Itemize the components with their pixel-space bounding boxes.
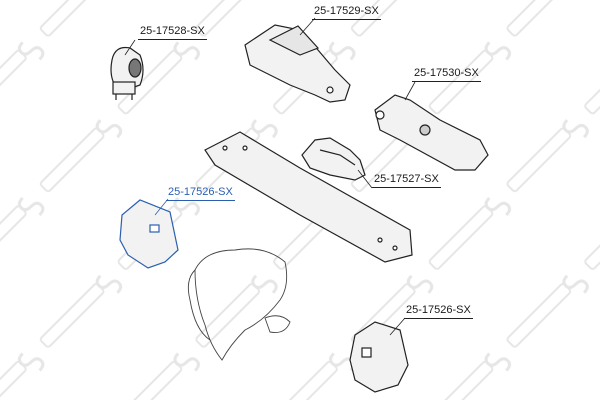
part-label-25-17527[interactable]: 25-17527-SX — [372, 173, 441, 188]
part-25-17526-highlighted — [119, 199, 179, 269]
part-label-25-17529[interactable]: 25-17529-SX — [312, 5, 381, 20]
part-label-25-17526-highlighted[interactable]: 25-17526-SX — [166, 186, 235, 201]
part-25-17527 — [301, 137, 366, 181]
crossmember — [204, 131, 413, 263]
part-25-17528 — [110, 46, 144, 100]
part-25-17530 — [374, 94, 489, 171]
part-label-25-17528[interactable]: 25-17528-SX — [138, 25, 207, 40]
part-25-17529 — [244, 24, 351, 103]
part-label-25-17526[interactable]: 25-17526-SX — [404, 304, 473, 319]
transmission-outline — [187, 248, 291, 361]
part-label-25-17530[interactable]: 25-17530-SX — [412, 67, 481, 82]
part-25-17526-lower — [349, 321, 409, 393]
leader-lines — [124, 17, 416, 336]
